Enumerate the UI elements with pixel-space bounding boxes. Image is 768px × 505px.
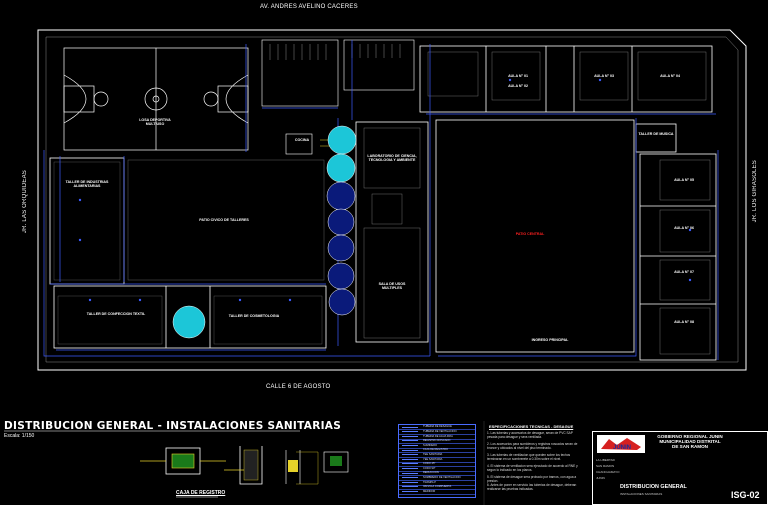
label-taller-izq: TALLER DE INDUSTRIAS ALIMENTARIAS (65, 180, 109, 188)
site-boundary (37, 29, 747, 371)
label-taller-conf: TALLER DE CONFECCION TEXTIL (86, 312, 146, 316)
legend-row: TEE SANITARIA (399, 453, 475, 458)
tb-sheet-title: DISTRIBUCION GENERAL (620, 484, 687, 490)
title-block-gov: GOBIERNO REGIONAL JUNIN MUNICIPALIDAD DI… (648, 434, 732, 449)
gov-name: GOBIERNO REGIONAL JUNIN (657, 434, 723, 439)
patio-civico-area (127, 159, 325, 281)
tb-province: CHANCHAMAYO (596, 470, 620, 474)
label-taller-cosm: TALLER DE COSMETOLOGIA (228, 314, 280, 318)
spec-line: 4. El sistema de ventilacion sera ejecut… (487, 464, 578, 472)
caja-registro-label: CAJA DE REGISTRO (176, 490, 226, 496)
toilet-blocks (261, 39, 415, 155)
street-bottom: CALLE 6 DE AGOSTO (266, 384, 331, 390)
legend-row: CAJA DE REGISTRO (399, 448, 475, 454)
tb-dept: JUNIN (596, 476, 605, 480)
sports-court (63, 47, 249, 151)
label-taller-musica: TALLER DE MUSICA (638, 132, 674, 136)
street-left: JR. LAS ORQUIDEAS (22, 170, 28, 234)
patio-central-area (435, 119, 635, 353)
sanitary-fixtures (78, 78, 692, 302)
site-boundary-inner (45, 36, 739, 363)
label-patio-civico: PATIO CIVICO DE TALLERES (199, 218, 249, 222)
legend-row: MEDIDOR (399, 489, 475, 495)
tb-sheet-sub: INSTALACIONES SANITARIAS (620, 492, 663, 496)
label-ingreso: INGRESO PRINCIPAL (531, 338, 569, 342)
legend-row: TRAMPA P (399, 480, 475, 486)
city-name: DE SAN RAMON (672, 444, 708, 449)
label-sala-usos: SALA DE USOS MULTIPLES (378, 282, 406, 290)
muni-name: MUNICIPALIDAD DISTRITAL (659, 439, 721, 444)
label-aula3: AULA N° 03 (594, 74, 614, 78)
label-patio-central: PATIO CENTRAL (515, 232, 545, 236)
street-top: AV. ANDRES AVELINO CACERES (260, 4, 358, 10)
legend-row: SOMBRERO DE VENTILACION (399, 476, 475, 481)
specs-title: ESPECIFICACIONES TECNICAS - DESAGUE (489, 424, 574, 429)
label-lab: LABORATORIO DE CIENCIA, TECNOLOGIA Y AMB… (367, 154, 417, 162)
tb-sheet-number: ISG-02 (731, 490, 760, 500)
label-aula6: AULA N° 06 (674, 226, 694, 230)
label-aula7: AULA N° 07 (674, 270, 694, 274)
cistern-tanks (172, 125, 357, 339)
label-aula5: AULA N° 05 (674, 178, 694, 182)
label-aula8: AULA N° 08 (674, 320, 694, 324)
legend-row: CODO 90° (399, 466, 475, 472)
legend-row: SUMIDERO (399, 443, 475, 449)
legend-row: TUBERIA DE AGUA FRIA (399, 434, 475, 440)
central-building (355, 121, 429, 343)
legend-row: CODO 45° (399, 462, 475, 468)
street-right: JR. LOS GIRASOLES (752, 160, 758, 223)
tb-region: LA LIBERTAD (596, 458, 615, 462)
label-aula4: AULA N° 04 (660, 74, 680, 78)
label-cocina: COCINA (294, 138, 310, 142)
spec-line: 3. Las tuberias de ventilacion que quede… (487, 453, 571, 461)
caja-registro-detail (140, 446, 349, 485)
legend-row: VALVULA COMPUERTA (399, 485, 475, 491)
label-losa: LOSA DEPORTIVA MULTIUSO (139, 118, 171, 126)
spec-line: 5. El sistema de desague sera probado po… (487, 475, 577, 483)
legend-row: REDUCCION (399, 471, 475, 477)
drawing-scale: Escala: 1/150 (4, 433, 35, 439)
legend-table: TUBERIA DE DESAGUE TUBERIA DE VENTILACIO… (398, 424, 476, 498)
spec-line: 2. Los accesorios para sumideros y regis… (487, 442, 578, 450)
drain-pipes (43, 40, 719, 360)
legend-row: REGISTRO ROSCADO (399, 439, 475, 445)
spec-line: 6. Antes de poner en servicio las tuberi… (487, 483, 577, 491)
label-aula1: AULA N° 01 (508, 74, 528, 78)
label-aula2: AULA N° 02 (508, 84, 528, 88)
legend-row: YEE SANITARIA (399, 457, 475, 463)
legend-row: TUBERIA DE DESAGUE (399, 425, 475, 431)
workshop-left (49, 157, 125, 285)
workshop-bottom (53, 285, 327, 349)
junin-logo: JUNIN (597, 435, 645, 453)
spec-line: 1. Las tuberias y accesorios de desague,… (487, 431, 573, 439)
classrooms-top (419, 45, 713, 113)
tb-district: SAN RAMON (596, 464, 615, 468)
logo-text: JUNIN (613, 445, 631, 451)
classrooms-right (635, 123, 717, 361)
legend-row: TUBERIA DE VENTILACION (399, 430, 475, 435)
drawing-title: DISTRIBUCION GENERAL - INSTALACIONES SAN… (4, 420, 342, 432)
